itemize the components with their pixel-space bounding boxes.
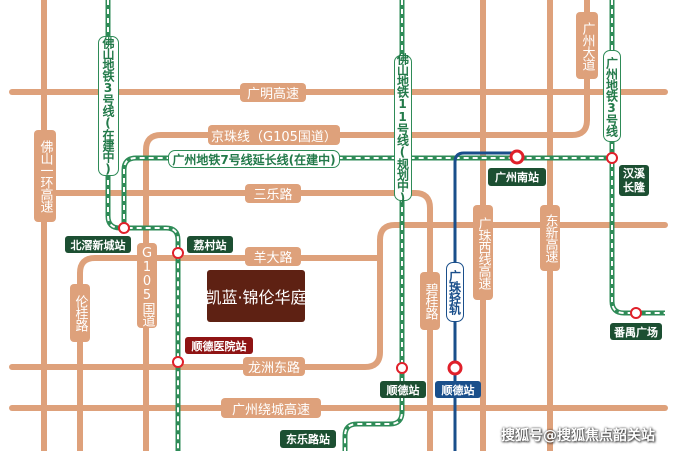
metro-label-gz3: 广州地铁3号线 bbox=[603, 50, 621, 142]
road-label-guangming: 广明高速 bbox=[240, 83, 306, 102]
light-rail-label: 广珠轻轨 bbox=[446, 262, 464, 322]
light-rail-line bbox=[453, 151, 515, 451]
station-licun: 荔村站 bbox=[187, 236, 233, 253]
station-marker-shunde-metro bbox=[396, 362, 408, 374]
station-panyu: 番禺广场 bbox=[610, 323, 662, 340]
road-label-foshan-ring: 佛山一环高速 bbox=[34, 130, 56, 222]
road-yangda bbox=[77, 255, 383, 451]
road-label-bigui: 碧桂路 bbox=[420, 272, 440, 330]
road-label-longzhou-east: 龙洲东路 bbox=[243, 357, 305, 376]
project-marker: 凯蓝·锦伦华庭 bbox=[205, 270, 307, 322]
metro-gz3-line bbox=[611, 0, 665, 314]
road-longzhou bbox=[9, 222, 668, 370]
station-hanxi: 汉溪长隆 bbox=[619, 165, 649, 196]
station-guangzhou-south: 广州南站 bbox=[488, 168, 546, 186]
metro-label-gz7-ext: 广州地铁7号线延长线(在建中) bbox=[168, 150, 340, 168]
metro-label-foshan11: 佛山地铁11号线(规划中) bbox=[394, 53, 412, 204]
watermark: 搜狐号@搜狐焦点韶关站 bbox=[501, 428, 655, 444]
road-label-guangzhou-ave: 广州大道 bbox=[576, 12, 598, 79]
station-marker-beijiao bbox=[118, 222, 130, 234]
road-label-sanle: 三乐路 bbox=[245, 184, 301, 203]
station-shunde-rail: 顺德站 bbox=[435, 381, 481, 398]
road-sanle bbox=[41, 190, 433, 451]
road-label-yangda: 羊大路 bbox=[245, 247, 301, 266]
metro-gz7-line bbox=[123, 157, 612, 228]
rail-station-icon-guangzhou-south bbox=[509, 149, 525, 165]
road-label-guangzhu-west: 广珠西线高速 bbox=[473, 205, 493, 300]
metro-label-foshan3: 佛山地铁3号线(在建中) bbox=[98, 36, 119, 176]
station-marker-hanxi bbox=[606, 152, 618, 164]
road-jingzhu bbox=[143, 0, 590, 451]
road-label-raocheng: 广州绕城高速 bbox=[221, 398, 321, 418]
road-label-lungui: 伦桂路 bbox=[70, 284, 90, 342]
road-label-g105: G105国道 bbox=[137, 243, 157, 328]
road-label-jingzhu: 京珠线（G105国道） bbox=[208, 125, 340, 145]
metro-foshan11-line bbox=[344, 0, 403, 451]
station-dongle: 东乐路站 bbox=[280, 430, 336, 448]
station-shunde-hospital: 顺德医院站 bbox=[185, 337, 253, 354]
station-shunde-metro: 顺德站 bbox=[380, 381, 426, 398]
station-marker-licun bbox=[172, 247, 184, 259]
station-marker-panyu bbox=[630, 307, 642, 319]
station-beijiao: 北滘新城站 bbox=[65, 236, 131, 253]
road-label-dongxin: 东新高速 bbox=[540, 205, 560, 271]
station-marker-shunde-hospital bbox=[172, 356, 184, 368]
metro-foshan3-line bbox=[107, 0, 179, 451]
rail-station-icon-shunde bbox=[447, 360, 463, 376]
